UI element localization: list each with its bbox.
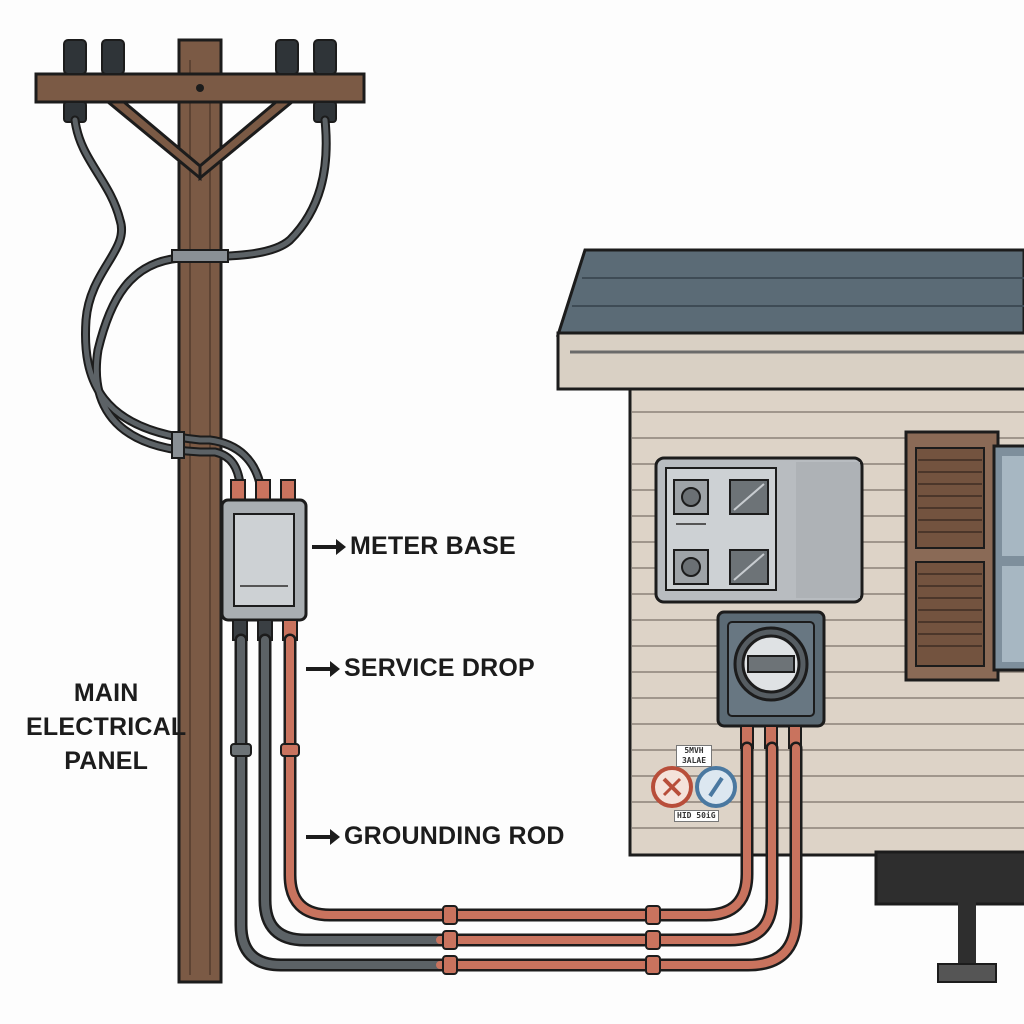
underground-cables [237,636,800,969]
roof-fascia [556,331,1024,391]
meter-dial-icon [733,626,809,702]
cable-joints [280,743,661,975]
main-panel-line-1: MAIN [73,679,139,707]
insulators [63,39,337,123]
utility-pole [34,38,366,984]
main-panel-line-2: ELECTRICAL [26,713,187,741]
arrow-right-icon [312,538,346,555]
overhead-wires [72,117,329,487]
tag-bottom: HID 50iG [674,810,719,822]
main-panel-line-3: PANEL [64,747,149,775]
breaker-icon [673,479,769,585]
meter-base-text: METER BASE [350,532,516,560]
pole-meter-base [220,479,308,641]
arrow-right-icon [306,660,340,677]
tag-top: 5MVH 3ALAE [676,745,712,767]
foundation-block [874,850,1024,906]
meter-base-label: METER BASE [312,532,516,561]
house-breaker-panel [654,456,864,604]
arrow-right-icon [306,828,340,845]
warning-symbol-icon [651,766,693,808]
grounding-rod-label: GROUNDING ROD [306,822,565,851]
roof [555,248,1024,337]
grounding-rod-text: GROUNDING ROD [344,822,565,850]
service-drop-text: SERVICE DROP [344,654,535,682]
service-drop-label: SERVICE DROP [306,654,535,683]
info-symbol-icon [695,766,737,808]
main-electrical-panel-label: MAIN ELECTRICAL PANEL [26,676,186,778]
